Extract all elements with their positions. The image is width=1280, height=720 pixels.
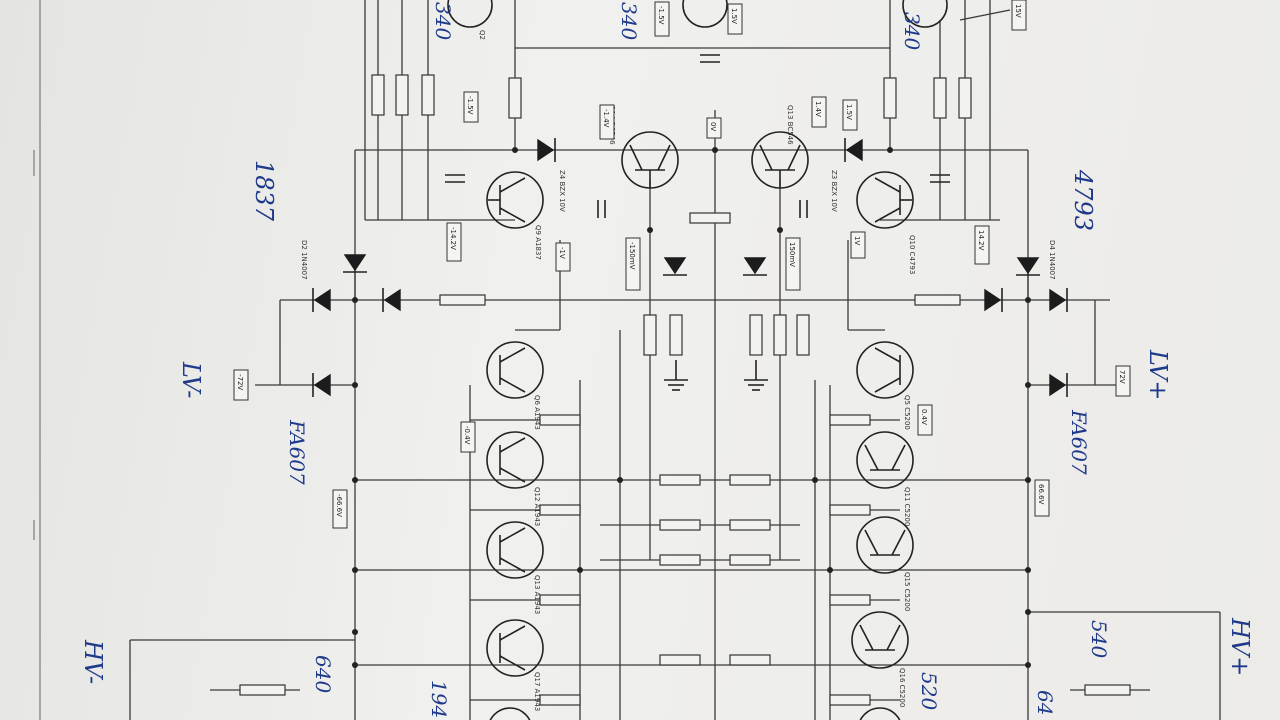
annotation-194: 194	[427, 680, 451, 718]
svg-text:Q6 A1943: Q6 A1943	[533, 395, 541, 430]
capacitors	[445, 54, 950, 218]
svg-text:1.5V: 1.5V	[730, 8, 738, 24]
diodes	[312, 138, 1068, 397]
annotation-fa607-right: FA607	[1067, 409, 1091, 475]
svg-text:72V: 72V	[1118, 370, 1126, 384]
transistor-bottom-left	[489, 707, 531, 720]
annotation-fa607-left: FA607	[285, 419, 309, 485]
voltage-box-top-1-5v: 1.5V	[727, 3, 743, 35]
svg-text:1.4V: 1.4V	[814, 101, 822, 117]
annotation-540: 540	[1087, 620, 1111, 658]
svg-text:Q13 BC546: Q13 BC546	[786, 105, 794, 145]
svg-text:-1.5V: -1.5V	[657, 6, 665, 25]
voltage-box-mid-0v: 0V	[706, 117, 722, 139]
svg-text:Q16 C5200: Q16 C5200	[898, 668, 906, 707]
voltage-box-left-minus-0-4v: -0.4V	[460, 421, 476, 453]
annotation-1837: 1837	[250, 160, 278, 222]
voltage-box-left-minus-66-6v: -66.6V	[332, 489, 348, 529]
annotation-4793: 4793	[1069, 169, 1097, 231]
voltage-box-mid-minus-1-5v: -1.5V	[463, 91, 479, 123]
svg-text:Z4 BZX 10V: Z4 BZX 10V	[558, 170, 566, 212]
svg-text:0V: 0V	[709, 122, 717, 131]
voltage-box-left-minus-1v: -1V	[555, 242, 571, 272]
svg-text:-14.2V: -14.2V	[449, 227, 457, 250]
svg-text:Q15 C5200: Q15 C5200	[903, 572, 911, 611]
wire-network	[129, 0, 1221, 720]
transistor-q11	[856, 431, 914, 489]
svg-text:-1.5V: -1.5V	[466, 96, 474, 115]
svg-text:66.6V: 66.6V	[1037, 484, 1045, 505]
annotation-640: 640	[311, 655, 335, 693]
voltage-box-right-14-2v: 14.2V	[974, 225, 990, 265]
svg-text:Q12 A1943: Q12 A1943	[533, 487, 541, 526]
svg-text:0.4V: 0.4V	[920, 409, 928, 425]
transistor-q10	[856, 171, 914, 229]
svg-text:15V: 15V	[1014, 4, 1022, 18]
component-labels: Q2 Q9 A1837 Q10 C4793 Q14 BC546 Q13 BC54…	[300, 30, 1056, 711]
annotation-340-c: 340	[900, 12, 924, 50]
svg-text:-72V: -72V	[236, 374, 244, 390]
resistors	[239, 74, 1131, 706]
voltage-box-left-minus-14-2v: -14.2V	[446, 222, 462, 262]
annotation-hv-plus: HV+	[1226, 617, 1254, 676]
voltage-box-right-1v: 1V	[850, 231, 866, 259]
transistor-q-top-center	[682, 0, 728, 28]
annotation-340-a: 340	[431, 2, 455, 40]
svg-text:Z3 BZX 10V: Z3 BZX 10V	[830, 170, 838, 212]
annotation-520: 520	[917, 672, 941, 710]
transistor-q-top-right	[902, 0, 948, 28]
voltage-box-left-minus-72v: -72V	[233, 369, 249, 401]
transistor-q16	[851, 611, 909, 669]
transistor-q15	[856, 516, 914, 574]
svg-text:-0.4V: -0.4V	[463, 426, 471, 445]
transistor-q13	[751, 131, 809, 189]
voltage-box-right-72v: 72V	[1115, 365, 1131, 397]
svg-text:Q17 A1943: Q17 A1943	[533, 672, 541, 711]
transistor-q14	[621, 131, 679, 189]
svg-text:-1.4V: -1.4V	[602, 109, 610, 128]
annotation-lv-minus: LV-	[177, 361, 205, 398]
svg-text:1V: 1V	[853, 236, 861, 245]
svg-text:150mV: 150mV	[788, 242, 796, 267]
voltage-box-mid-1-5v: 1.5V	[842, 99, 858, 131]
voltage-box-left-minus-150mv: -150mV	[625, 237, 641, 291]
transistor-q-top-left	[447, 0, 493, 28]
transistor-q12	[486, 431, 544, 489]
svg-text:Q11 C5200: Q11 C5200	[903, 487, 911, 526]
transistor-q13b	[486, 521, 544, 579]
svg-text:Q5 C5200: Q5 C5200	[903, 395, 911, 430]
svg-text:D2 1N4007: D2 1N4007	[300, 240, 308, 280]
svg-text:Q10 C4793: Q10 C4793	[908, 235, 916, 274]
junction-dots	[352, 147, 1031, 668]
svg-text:Q13 A1943: Q13 A1943	[533, 575, 541, 614]
svg-text:14.2V: 14.2V	[977, 230, 985, 251]
transistor-q17	[486, 619, 544, 677]
svg-text:1.5V: 1.5V	[845, 104, 853, 120]
voltage-box-right-66-6v: 66.6V	[1034, 479, 1050, 517]
transistor-q6	[486, 341, 544, 399]
annotation-hv-minus: HV-	[79, 639, 107, 684]
transistor-q5	[856, 341, 914, 399]
svg-text:D4 1N4007: D4 1N4007	[1048, 240, 1056, 280]
transistor-bottom-right	[859, 707, 901, 720]
voltage-box-top-15v: 15V	[1011, 0, 1027, 31]
svg-text:Q9 A1837: Q9 A1837	[534, 225, 542, 260]
annotation-64: 64	[1033, 690, 1057, 715]
annotation-340-b: 340	[617, 2, 641, 40]
transistor-q9	[486, 171, 544, 229]
voltage-box-mid-minus-1-4v: -1.4V	[599, 104, 615, 140]
svg-text:-150mV: -150mV	[628, 242, 636, 270]
voltage-box-top-minus-1-5v: -1.5V	[654, 1, 670, 37]
voltage-box-mid-1-4v: 1.4V	[811, 96, 827, 128]
voltage-box-right-0-4v: 0.4V	[917, 404, 933, 436]
svg-text:-1V: -1V	[558, 247, 566, 259]
voltage-box-right-150mv: 150mV	[785, 237, 801, 291]
ground-symbols	[664, 360, 768, 391]
svg-text:Q2: Q2	[478, 30, 486, 40]
annotation-lv-plus: LV+	[1144, 349, 1172, 401]
svg-text:-66.6V: -66.6V	[335, 494, 343, 517]
